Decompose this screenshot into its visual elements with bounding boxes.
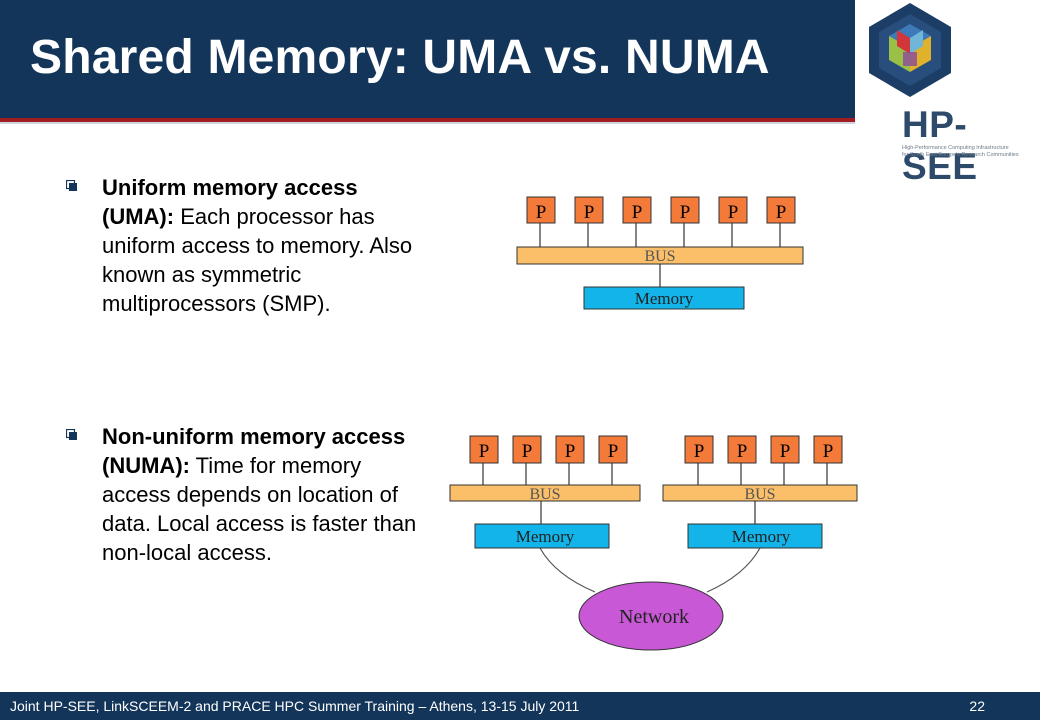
bullet-uma-text: Uniform memory access (UMA): Each proces… [102, 173, 432, 318]
svg-text:P: P [737, 441, 748, 462]
bullet-numa-description: Time for memory access depends on locati… [102, 453, 417, 565]
numa-processor: P [512, 435, 542, 464]
numa-bus: BUS [662, 484, 858, 503]
svg-text:P: P [776, 202, 787, 223]
bullet-uma-term: Uniform memory access (UMA): [102, 175, 358, 229]
numa-memory: Memory [687, 523, 823, 549]
title-bar [0, 0, 855, 118]
numa-node-2: P P P P BUS Memory [662, 435, 858, 549]
uma-processor: P [766, 196, 796, 224]
numa-processor: P [555, 435, 585, 464]
numa-processor: P [813, 435, 843, 464]
svg-text:Network: Network [619, 606, 689, 628]
svg-text:P: P [584, 202, 595, 223]
svg-text:BUS: BUS [529, 486, 560, 503]
uma-processor: P [670, 196, 700, 224]
svg-text:P: P [632, 202, 643, 223]
svg-text:P: P [522, 441, 533, 462]
svg-text:P: P [780, 441, 791, 462]
svg-text:Memory: Memory [516, 527, 575, 546]
svg-text:P: P [680, 202, 691, 223]
footer-text: Joint HP-SEE, LinkSCEEM-2 and PRACE HPC … [10, 698, 580, 714]
numa-node-1: P P P P BUS Memory [449, 435, 641, 549]
uma-processor: P [718, 196, 748, 224]
numa-network: Network [578, 581, 724, 651]
uma-processor: P [622, 196, 652, 224]
numa-processor: P [469, 435, 499, 464]
title-divider [0, 122, 855, 124]
logo-tagline-line2: for South East Europe's Research Communi… [902, 152, 1019, 158]
uma-processors: P P P P P P [526, 196, 796, 224]
svg-text:P: P [536, 202, 547, 223]
svg-text:P: P [694, 441, 705, 462]
page-number: 22 [969, 698, 985, 714]
svg-text:P: P [565, 441, 576, 462]
uma-bus: BUS [516, 246, 804, 265]
bullet-numa-text: Non-uniform memory access (NUMA): Time f… [102, 422, 432, 567]
svg-text:P: P [608, 441, 619, 462]
uma-processor: P [574, 196, 604, 224]
logo-tagline: High-Performance Computing Infrastructur… [902, 145, 1038, 159]
svg-text:Memory: Memory [635, 289, 694, 308]
bullet-square-icon [66, 180, 77, 191]
numa-processor: P [598, 435, 628, 464]
svg-text:Memory: Memory [732, 527, 791, 546]
uma-processor: P [526, 196, 556, 224]
svg-text:P: P [479, 441, 490, 462]
numa-processor: P [727, 435, 757, 464]
svg-text:BUS: BUS [744, 486, 775, 503]
title-accent-line [0, 118, 855, 122]
bullet-uma-description: Each processor has uniform access to mem… [102, 204, 413, 316]
bullet-numa-term: Non-uniform memory access (NUMA): [102, 424, 406, 478]
logo-tagline-line1: High-Performance Computing Infrastructur… [902, 145, 1009, 151]
cube-logo-icon [869, 3, 951, 97]
numa-processor: P [684, 435, 714, 464]
numa-bus: BUS [449, 484, 641, 503]
uma-connectors [539, 222, 781, 288]
slide-title: Shared Memory: UMA vs. NUMA [30, 31, 770, 84]
footer-bar: Joint HP-SEE, LinkSCEEM-2 and PRACE HPC … [0, 692, 1040, 720]
uma-diagram: P P P P P P BUS Memory [516, 196, 804, 310]
svg-text:P: P [728, 202, 739, 223]
hp-see-logo: HP-SEE High-Performance Computing Infras… [858, 0, 1040, 187]
logo-brand-text: HP-SEE [902, 104, 978, 187]
uma-memory: Memory [583, 286, 745, 310]
numa-memory: Memory [474, 523, 610, 549]
svg-text:BUS: BUS [644, 248, 675, 265]
numa-links [539, 547, 761, 593]
svg-text:P: P [823, 441, 834, 462]
bullet-square-icon [66, 429, 77, 440]
numa-diagram: P P P P BUS Memory P P P P BUS [449, 435, 858, 651]
numa-processor: P [770, 435, 800, 464]
